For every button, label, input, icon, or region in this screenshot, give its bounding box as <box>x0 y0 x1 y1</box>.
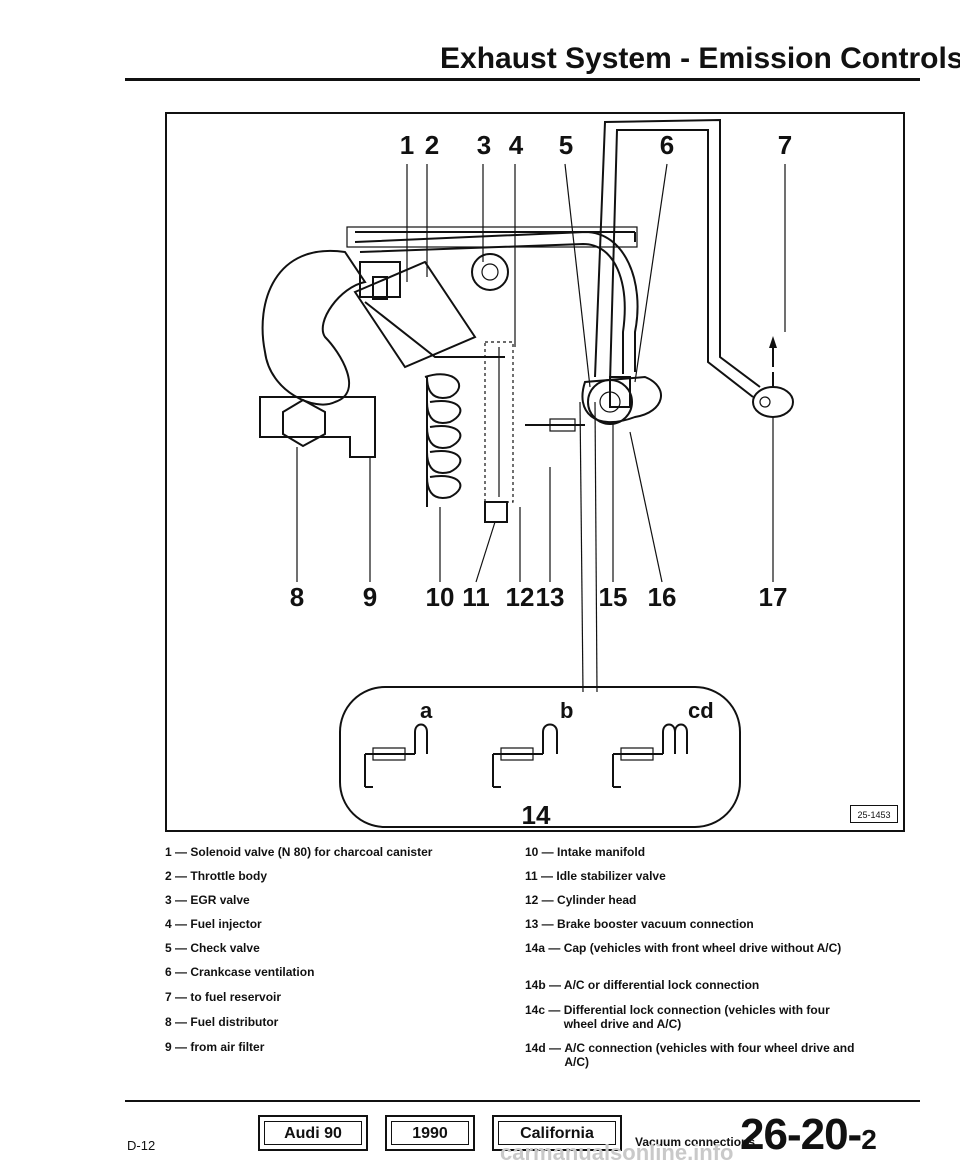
throttle-body-shape <box>353 260 477 369</box>
part-label-6: 6 <box>659 130 675 160</box>
part-label-15: 15 <box>598 582 628 612</box>
legend-item-2: 2 — Throttle body <box>165 869 268 883</box>
inset-number-14: 14 <box>521 800 551 830</box>
legend-item-11: 11 — Idle stabilizer valve <box>525 869 666 883</box>
crankcase-hose <box>594 118 761 388</box>
part-label-11: 11 <box>462 582 490 612</box>
header-rule <box>125 78 920 81</box>
idle-stabilizer-shape <box>484 501 508 523</box>
tag-year: 1990 <box>385 1115 475 1151</box>
legend-item-7: 7 — to fuel reservoir <box>165 990 282 1004</box>
part-label-16: 16 <box>647 582 677 612</box>
legend-left: 1 — Solenoid valve (N 80) for charcoal c… <box>165 845 510 1065</box>
diagram-frame <box>165 112 905 832</box>
part-label-3: 3 <box>476 130 492 160</box>
part-label-13: 13 <box>535 582 565 612</box>
connector-cd <box>612 723 688 788</box>
legend-item-14d: 14d — A/C connection (vehicles with four… <box>525 1041 855 1069</box>
footer-rule <box>125 1100 920 1102</box>
part-label-7: 7 <box>777 130 793 160</box>
inset-letter-b: b <box>560 698 574 723</box>
vacuum-diagram <box>259 118 794 828</box>
part-label-12: 12 <box>505 582 535 612</box>
intake-manifold-shape <box>424 373 461 399</box>
part-label-17: 17 <box>758 582 788 612</box>
inset-frame <box>339 686 741 828</box>
injector-column <box>484 341 514 503</box>
legend-item-5: 5 — Check valve <box>165 941 260 955</box>
legend-right: 10 — Intake manifold 11 — Idle stabilize… <box>525 845 895 1105</box>
fuel-distributor <box>259 396 376 458</box>
legend-item-8: 8 — Fuel distributor <box>165 1015 279 1029</box>
egr-valve-shape <box>471 253 509 291</box>
legend-item-14c: 14c — Differential lock connection (vehi… <box>525 1003 830 1031</box>
part-label-1: 1 <box>399 130 415 160</box>
part-label-2: 2 <box>424 130 440 160</box>
legend-item-14b: 14b — A/C or differential lock connectio… <box>525 978 760 992</box>
legend-item-9: 9 — from air filter <box>165 1040 265 1054</box>
inset-letter-a: a <box>420 698 433 723</box>
distributor-hex <box>282 398 326 448</box>
connector-a <box>364 723 428 788</box>
page-code: D-12 <box>127 1138 156 1153</box>
connector-b <box>492 723 558 788</box>
watermark: carmanualsonline.info <box>500 1140 734 1165</box>
inset-letter-cd: cd <box>688 698 714 723</box>
section-number: 26-20-2 <box>740 1110 877 1159</box>
legend-item-4: 4 — Fuel injector <box>165 917 262 931</box>
tag-region: California <box>492 1115 622 1151</box>
part-label-4: 4 <box>508 130 524 160</box>
part-label-9: 9 <box>362 582 378 612</box>
legend-item-14a: 14a — Cap (vehicles with front wheel dri… <box>525 941 842 955</box>
tag-model: Audi 90 <box>258 1115 368 1151</box>
solenoid-valve-shape <box>359 261 401 298</box>
part-label-10: 10 <box>425 582 455 612</box>
footer-caption: Vacuum connections <box>635 1135 756 1149</box>
legend-item-12: 12 — Cylinder head <box>525 893 637 907</box>
page-title: Exhaust System - Emission Controls <box>440 42 960 75</box>
part-label-5: 5 <box>558 130 574 160</box>
legend-item-13: 13 — Brake booster vacuum connection <box>525 917 754 931</box>
fuel-reservoir-valve <box>752 386 794 418</box>
air-intake-hose <box>261 249 367 406</box>
legend-item-6: 6 — Crankcase ventilation <box>165 965 315 979</box>
legend-item-10: 10 — Intake manifold <box>525 845 646 859</box>
legend-item-1: 1 — Solenoid valve (N 80) for charcoal c… <box>165 845 433 859</box>
legend-item-3: 3 — EGR valve <box>165 893 250 907</box>
part-label-8: 8 <box>289 582 305 612</box>
figure-code: 25-1453 <box>850 805 898 823</box>
